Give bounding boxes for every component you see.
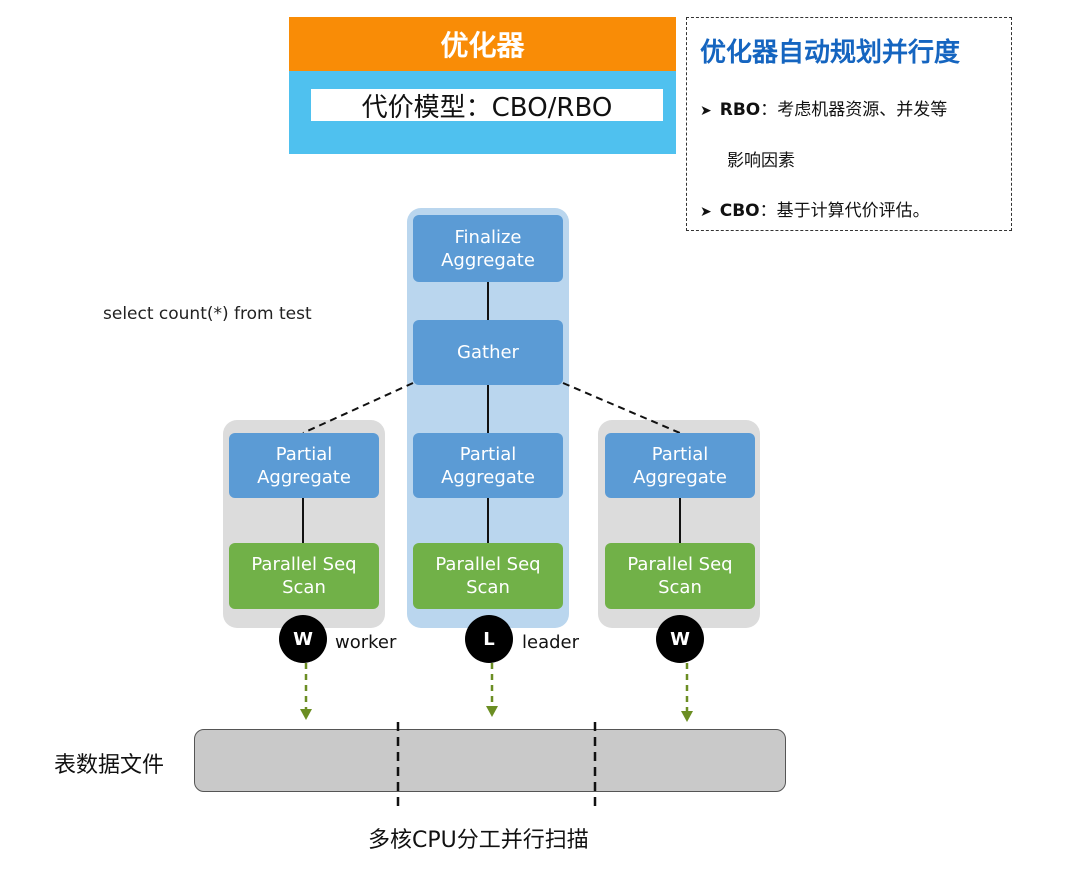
connector-partial-scan-right	[679, 498, 681, 543]
arrow-center-head-icon	[486, 706, 498, 717]
bottom-caption: 多核CPU分工并行扫描	[368, 828, 589, 853]
query-text: select count(*) from test	[103, 304, 312, 324]
dashed-gather-right	[562, 382, 681, 434]
partial-aggregate-left: Partial Aggregate	[229, 433, 379, 498]
rbo-line: ➤ RBO：考虑机器资源、并发等	[700, 95, 947, 120]
connector-partial-scan-center	[487, 498, 489, 543]
parallel-seq-scan-center: Parallel Seq Scan	[413, 543, 563, 609]
arrowhead-bullet-icon: ➤	[700, 103, 712, 119]
rbo-line-cont: 影响因素	[727, 151, 795, 171]
cbo-text: ：基于计算代价评估。	[759, 201, 930, 221]
parallel-seq-scan-right: Parallel Seq Scan	[605, 543, 755, 609]
leader-circle: L	[465, 615, 513, 663]
arrow-right-head-icon	[681, 711, 693, 722]
optimizer-title: 优化器	[289, 17, 676, 71]
partial-aggregate-center: Partial Aggregate	[413, 433, 563, 498]
worker-circle-left: W	[279, 615, 327, 663]
connector-gather-partial	[487, 385, 489, 433]
rbo-text: ：考虑机器资源、并发等	[760, 100, 948, 120]
dashed-gather-left	[302, 382, 414, 434]
partial-aggregate-right: Partial Aggregate	[605, 433, 755, 498]
cbo-line: ➤ CBO：基于计算代价评估。	[700, 196, 930, 221]
parallel-seq-scan-left: Parallel Seq Scan	[229, 543, 379, 609]
finalize-aggregate-node: Finalize Aggregate	[413, 215, 563, 282]
rbo-key: RBO	[719, 100, 761, 120]
table-file-bar	[194, 729, 786, 792]
arrow-left-head-icon	[300, 709, 312, 720]
info-panel	[686, 17, 1012, 231]
leader-label: leader	[522, 632, 580, 653]
worker-circle-right: W	[656, 615, 704, 663]
worker-label: worker	[335, 632, 397, 653]
table-file-label: 表数据文件	[54, 753, 165, 778]
gather-node: Gather	[413, 320, 563, 385]
connector-partial-scan-left	[302, 498, 304, 543]
connector-finalize-gather	[487, 282, 489, 320]
cost-model-label: 代价模型：CBO/RBO	[311, 89, 663, 123]
arrowhead-bullet-icon: ➤	[700, 204, 712, 220]
cbo-key: CBO	[719, 201, 760, 221]
info-title: 优化器自动规划并行度	[700, 38, 961, 68]
